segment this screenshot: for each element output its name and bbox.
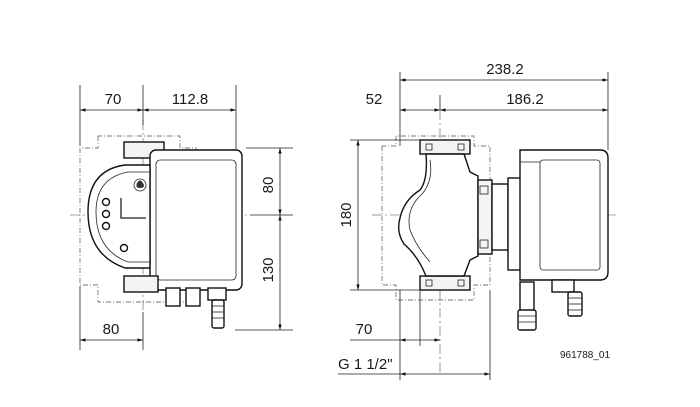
front-control-face-inner xyxy=(95,171,150,263)
side-bottom-flange xyxy=(419,275,471,291)
dim-side-flange-offset: 52 xyxy=(366,91,383,108)
front-bottom-flange xyxy=(123,275,159,293)
side-volute-inner xyxy=(408,159,432,263)
side-adapter xyxy=(491,183,509,251)
side-top-flange xyxy=(419,139,471,155)
control-button xyxy=(119,243,129,253)
fan-logo-icon xyxy=(133,178,147,192)
side-housing-outline xyxy=(381,135,491,301)
side-cable-end xyxy=(517,309,537,331)
drawing-reference-code: 961788_01 xyxy=(560,350,610,361)
front-view: 70 112.8 80 130 80 xyxy=(70,85,293,350)
dim-side-total-width: 238.2 xyxy=(486,61,524,78)
dim-side-base-offset: 70 xyxy=(356,321,373,338)
led-indicator-1 xyxy=(101,197,111,207)
side-electronics-box xyxy=(519,149,609,281)
led-indicator-3 xyxy=(101,221,111,231)
dim-side-motor-width: 186.2 xyxy=(506,91,544,108)
cable-gland-3 xyxy=(207,287,227,301)
led-indicator-2 xyxy=(101,209,111,219)
dim-thread-size: G 1 1/2" xyxy=(338,356,393,373)
front-mode-bracket xyxy=(120,198,146,219)
cable-gland-2 xyxy=(185,287,201,307)
dim-front-width-left: 70 xyxy=(105,91,122,108)
dim-front-base-width: 80 xyxy=(103,321,120,338)
dim-front-height-top: 80 xyxy=(260,177,277,194)
dim-side-height: 180 xyxy=(338,202,355,227)
cable-connector xyxy=(211,299,225,329)
dim-front-height-bottom: 130 xyxy=(260,257,277,282)
front-control-face xyxy=(87,164,151,269)
side-view: 238.2 52 186.2 180 70 G 1 1/2" xyxy=(338,61,618,380)
front-motor-box xyxy=(149,149,243,291)
side-cable-gland-2 xyxy=(519,281,535,313)
dim-front-width-right: 112.8 xyxy=(172,91,208,108)
front-motor-inner xyxy=(155,159,237,281)
cable-gland-1 xyxy=(165,287,181,307)
front-housing-outline xyxy=(79,135,197,303)
side-electronics-inner xyxy=(539,159,601,271)
side-cable-gland-1 xyxy=(551,279,575,293)
side-pump-volute xyxy=(397,153,479,277)
